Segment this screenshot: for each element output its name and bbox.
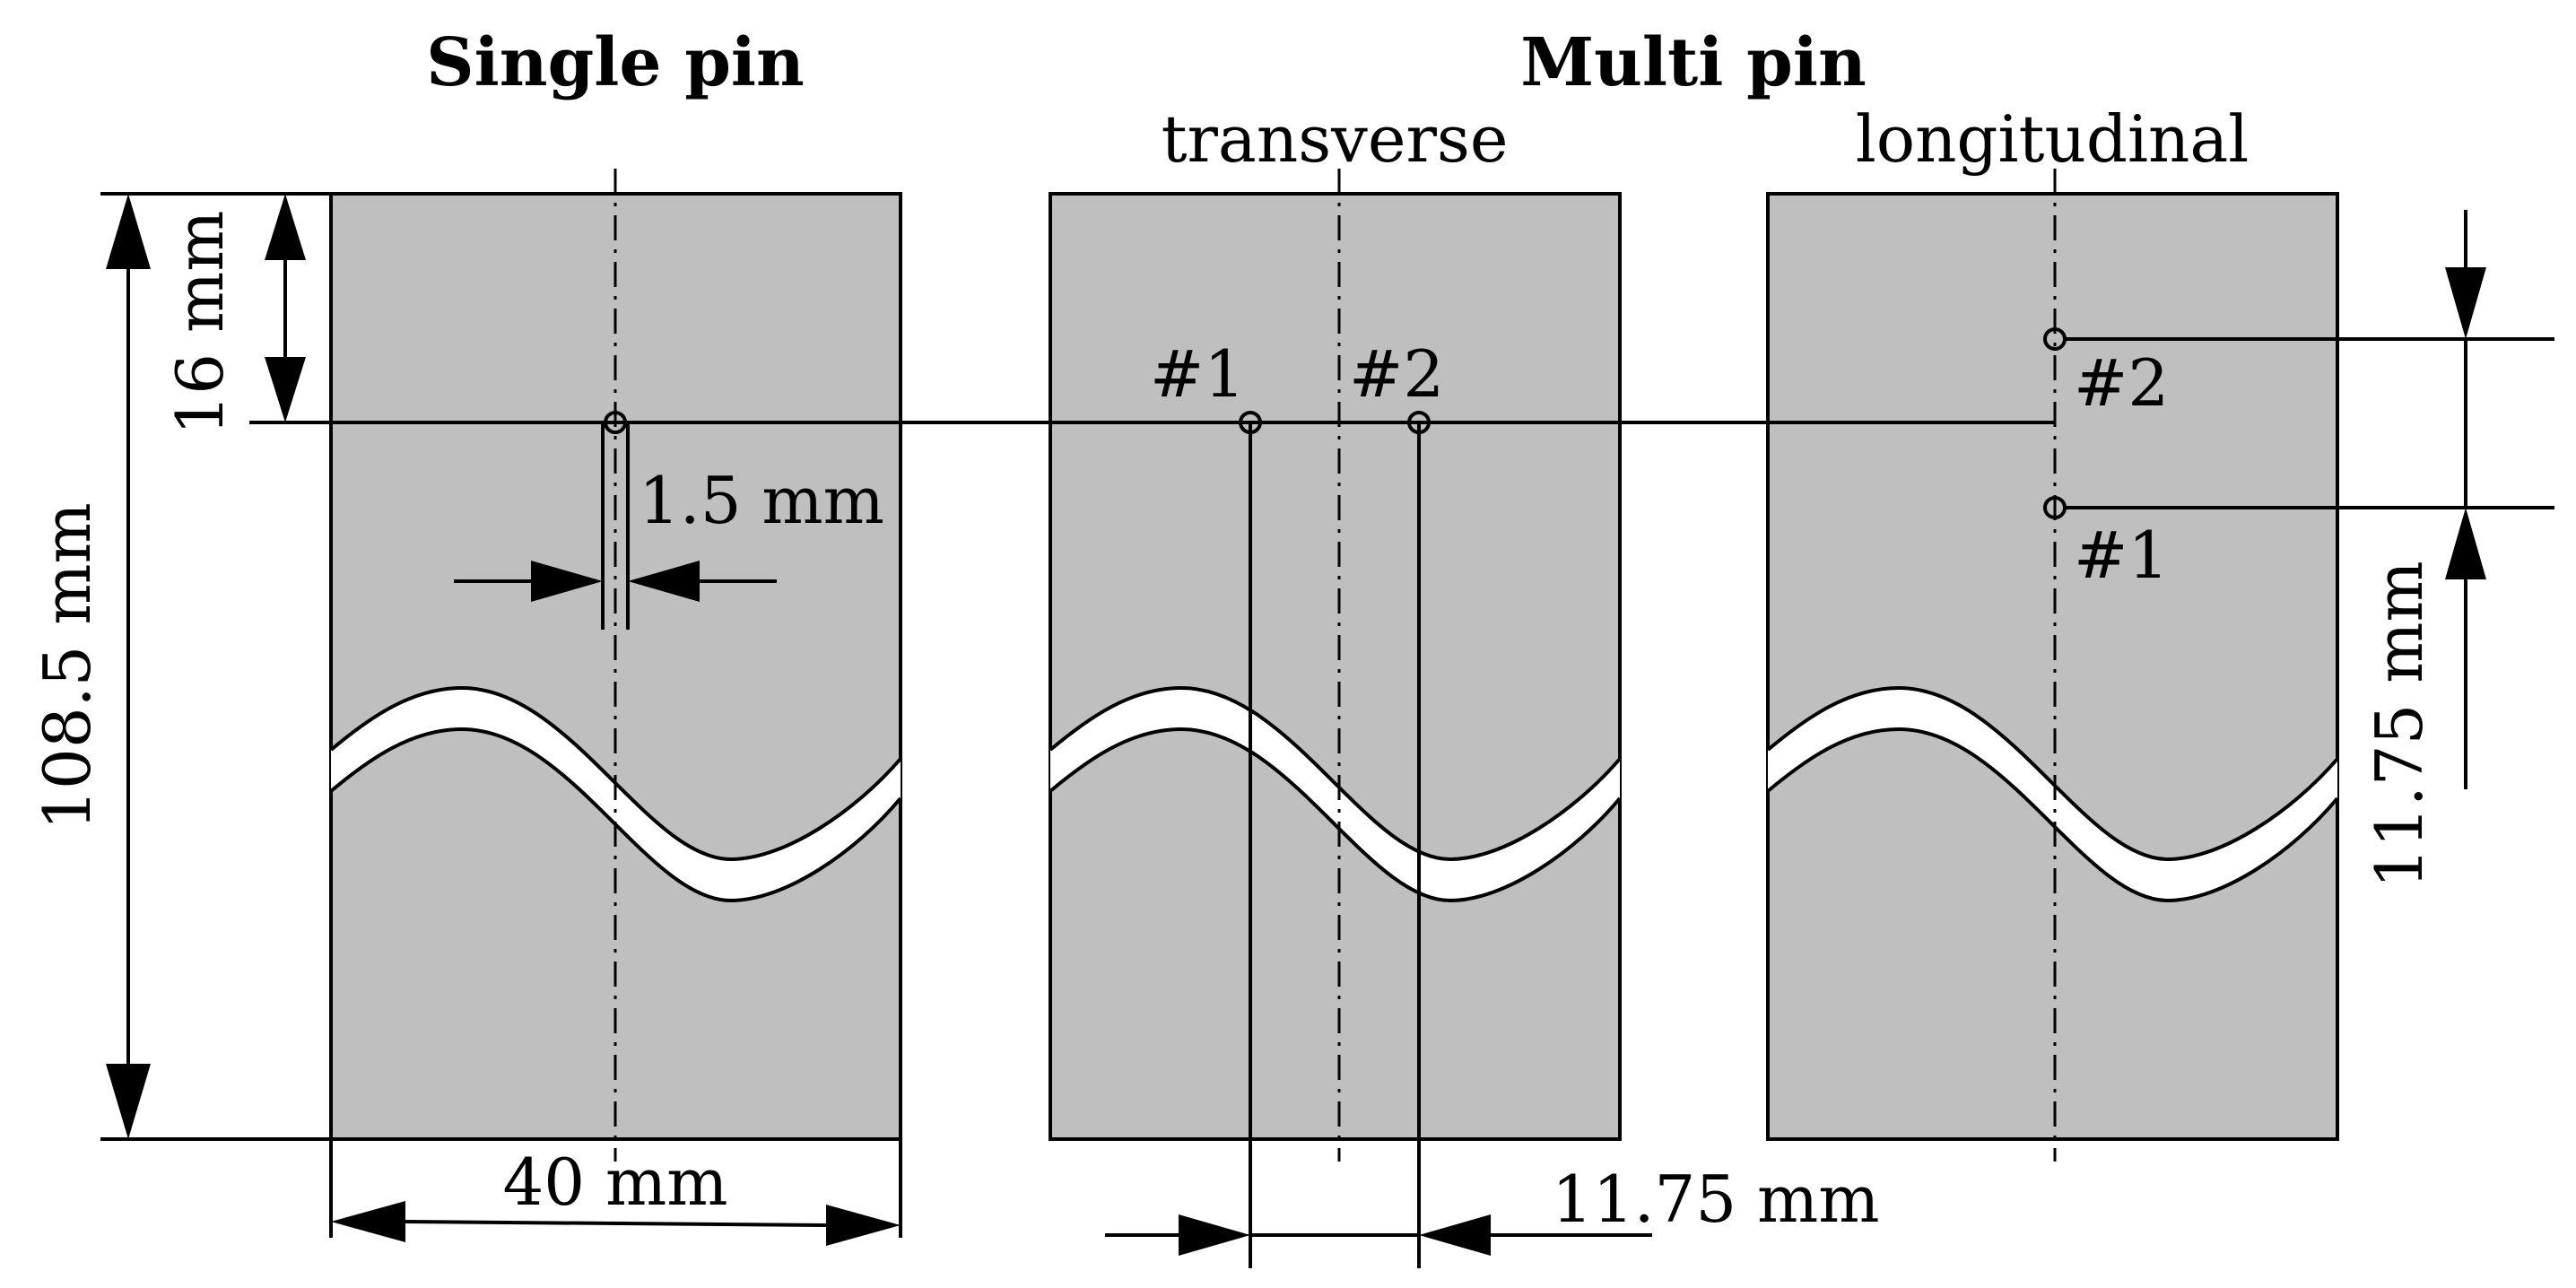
dimension-pin-diameter: 1.5 mm — [454, 463, 884, 602]
label-longitudinal-pin-1: #1 — [2074, 518, 2169, 593]
arrowhead-right — [826, 1205, 901, 1246]
specimen-panel-longitudinal — [1766, 192, 2339, 1141]
dimension-transverse-spacing: 11.75 mm — [1105, 1162, 1880, 1256]
arrowhead-down — [2445, 267, 2486, 339]
subtitle-longitudinal: longitudinal — [1856, 101, 2250, 177]
label-transverse-spacing: 11.75 mm — [1552, 1162, 1880, 1237]
label-transverse-pin-2: #2 — [1349, 336, 1444, 412]
dimension-pin-offset: 16 mm — [162, 194, 306, 436]
arrowhead-left — [331, 1201, 405, 1242]
dimension-longitudinal-spacing: 11.75 mm — [2362, 210, 2486, 889]
single-pin — [601, 411, 630, 630]
arrowhead-right — [1179, 1214, 1250, 1256]
label-pin-offset: 16 mm — [162, 210, 238, 435]
title-multi-pin: Multi pin — [1520, 24, 1867, 101]
arrowhead-up — [265, 194, 306, 260]
dimension-overall-length: 108.5 mm — [30, 194, 151, 1139]
label-longitudinal-pin-2: #2 — [2074, 345, 2169, 421]
label-transverse-pin-1: #1 — [1150, 336, 1245, 412]
longitudinal-pins: #2 #1 — [2043, 327, 2554, 593]
arrowhead-left — [1419, 1214, 1491, 1256]
label-overall-length: 108.5 mm — [30, 502, 105, 831]
label-longitudinal-spacing: 11.75 mm — [2362, 561, 2437, 889]
label-width: 40 mm — [502, 1144, 727, 1220]
title-single-pin: Single pin — [426, 24, 805, 101]
pin-marker — [604, 411, 627, 434]
specimen-panel-transverse — [1049, 192, 1622, 1141]
arrowhead-left — [628, 561, 700, 602]
arrowhead-down — [265, 357, 306, 422]
arrowhead-right — [531, 561, 603, 602]
arrowhead-down — [106, 1064, 151, 1139]
dimension-width: 40 mm — [329, 1139, 902, 1246]
arrowhead-up — [2445, 508, 2486, 579]
arrowhead-up — [106, 194, 151, 269]
transverse-pins: #1 #2 — [1150, 336, 1444, 1268]
label-pin-diameter: 1.5 mm — [639, 463, 884, 538]
subtitle-transverse: transverse — [1162, 101, 1509, 177]
